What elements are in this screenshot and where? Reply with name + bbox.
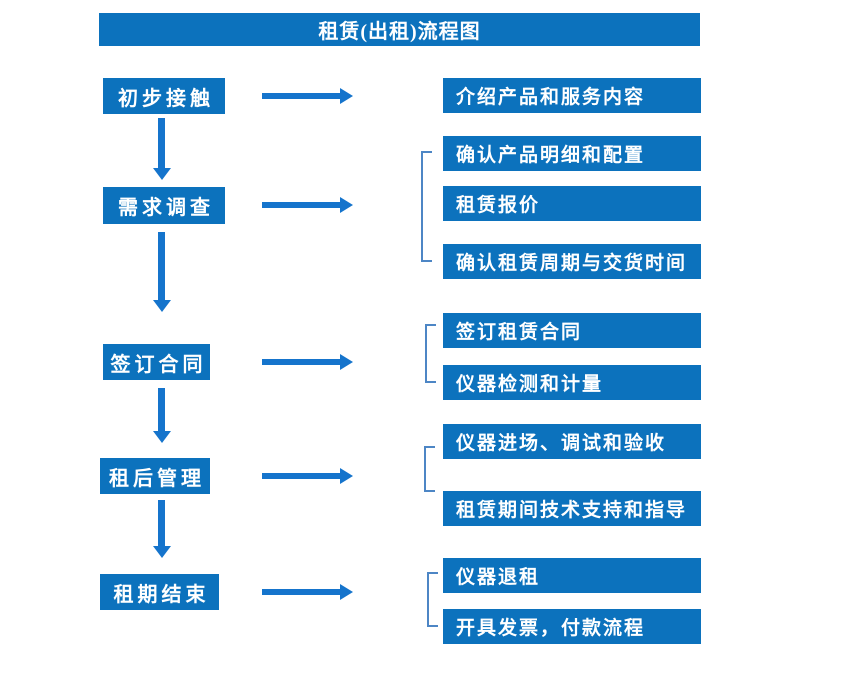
right-arrow-icon (262, 197, 353, 213)
detail-box-sign-rental-contract: 签订租赁合同 (443, 313, 701, 348)
stage-box-rental-end: 租期结束 (100, 574, 219, 610)
down-arrow-icon (153, 118, 171, 180)
stage-box-sign-contract: 签订合同 (103, 344, 210, 380)
stage-label: 签订合同 (110, 353, 207, 376)
stage-label: 初步接触 (118, 87, 214, 110)
down-arrow-icon (153, 232, 171, 312)
down-arrow-icon (153, 388, 171, 443)
detail-label: 签订租赁合同 (456, 322, 583, 343)
detail-box-technical-support: 租赁期间技术支持和指导 (443, 491, 701, 526)
stage-box-demand-survey: 需求调查 (103, 187, 225, 224)
detail-label: 介绍产品和服务内容 (456, 87, 646, 108)
detail-label: 仪器退租 (456, 567, 541, 588)
flowchart-title-text: 租赁(出租)流程图 (318, 21, 481, 43)
flowchart-title: 租赁(出租)流程图 (99, 13, 700, 46)
detail-box-instrument-testing: 仪器检测和计量 (443, 365, 701, 400)
stage-label: 租后管理 (109, 467, 205, 490)
detail-box-instrument-return: 仪器退租 (443, 558, 701, 593)
right-arrow-icon (262, 88, 353, 104)
detail-label: 仪器检测和计量 (456, 374, 604, 395)
detail-label: 确认产品明细和配置 (456, 145, 646, 166)
group-bracket-icon (425, 324, 436, 383)
right-arrow-icon (262, 468, 353, 484)
right-arrow-icon (262, 354, 353, 370)
detail-box-introduce-products: 介绍产品和服务内容 (443, 78, 701, 113)
detail-box-confirm-rental-period: 确认租赁周期与交货时间 (443, 244, 701, 279)
detail-box-invoice-payment: 开具发票，付款流程 (443, 609, 701, 644)
detail-box-rental-quote: 租赁报价 (443, 186, 701, 221)
detail-label: 租赁期间技术支持和指导 (456, 500, 688, 521)
detail-label: 仪器进场、调试和验收 (456, 433, 667, 454)
stage-box-initial-contact: 初步接触 (103, 78, 225, 114)
stage-box-post-rental-management: 租后管理 (100, 458, 210, 494)
detail-label: 开具发票，付款流程 (456, 618, 646, 639)
group-bracket-icon (427, 572, 438, 627)
down-arrow-icon (153, 500, 171, 558)
detail-label: 租赁报价 (456, 195, 541, 216)
right-arrow-icon (262, 584, 353, 600)
group-bracket-icon (424, 446, 435, 492)
detail-box-instrument-setup-acceptance: 仪器进场、调试和验收 (443, 424, 701, 459)
detail-label: 确认租赁周期与交货时间 (456, 253, 688, 274)
stage-label: 需求调查 (118, 197, 214, 219)
group-bracket-icon (421, 151, 432, 262)
detail-box-confirm-product-details: 确认产品明细和配置 (443, 136, 701, 171)
stage-label: 租期结束 (113, 583, 210, 606)
